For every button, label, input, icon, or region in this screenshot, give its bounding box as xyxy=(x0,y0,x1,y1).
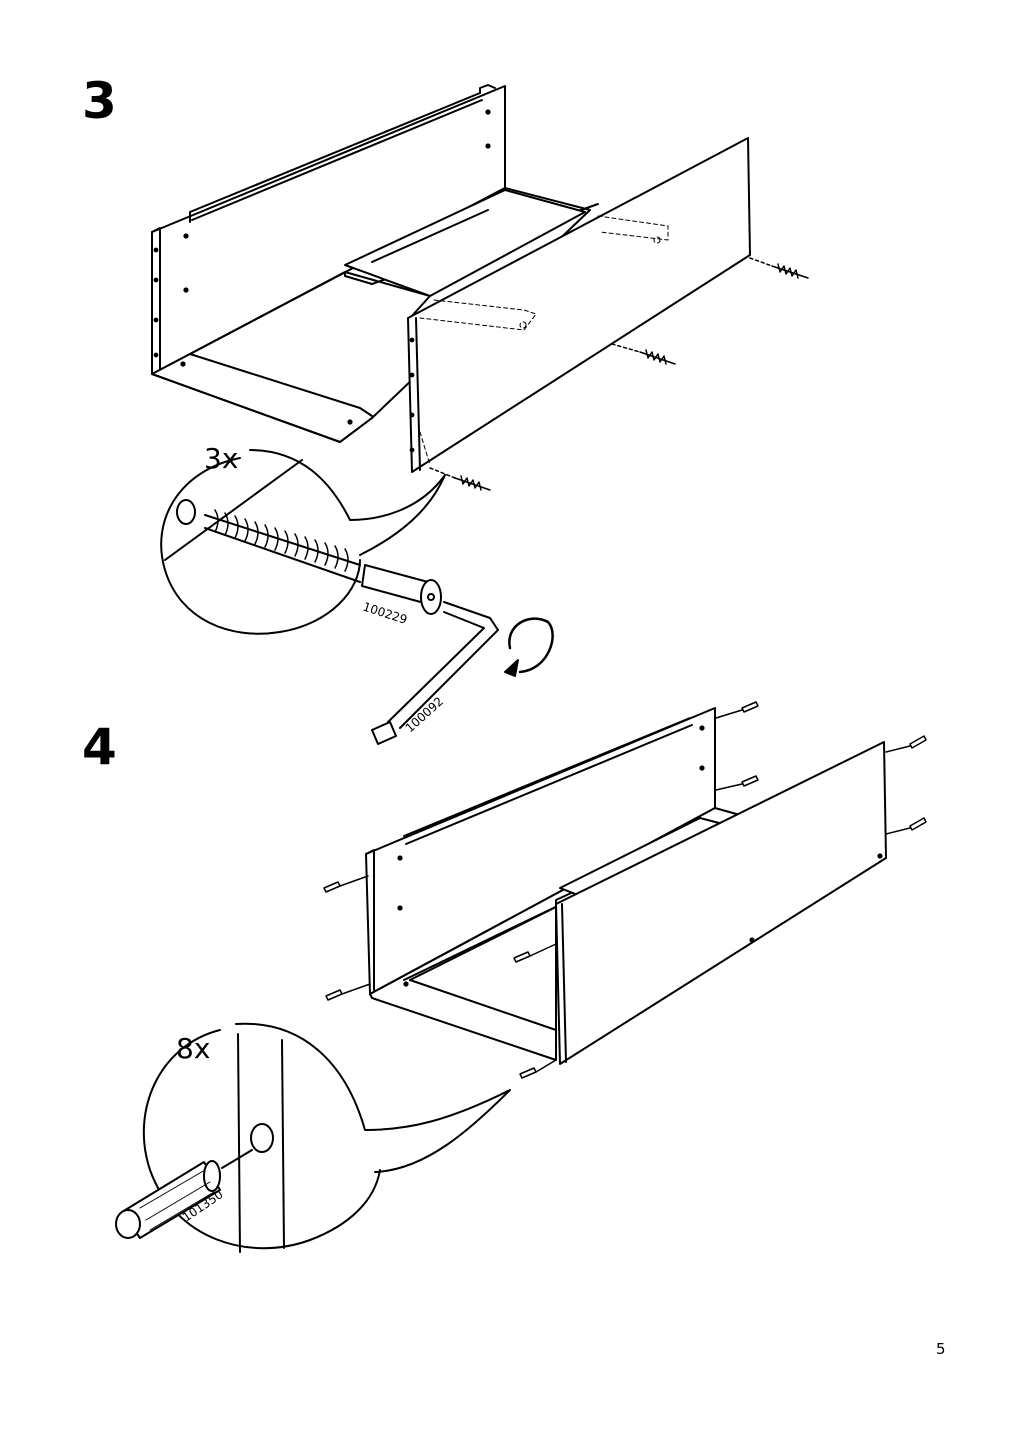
step-4-detail-callout: 8x 101350 xyxy=(115,1022,511,1253)
screw xyxy=(429,257,809,491)
front-panel xyxy=(555,741,887,1065)
rotate-arrow-icon xyxy=(504,617,554,677)
allen-key xyxy=(371,601,499,745)
bottom-panel xyxy=(151,187,599,443)
hidden-cam-locks xyxy=(419,215,669,466)
dowel-detail xyxy=(115,1160,221,1239)
step-3-assembly-drawing xyxy=(151,84,809,491)
step-4-number: 4 xyxy=(82,718,117,776)
part-number-cam-screw: 100229 xyxy=(361,600,409,627)
step-4-assembly-drawing xyxy=(323,701,927,1079)
step-3-number: 3 xyxy=(82,72,117,130)
step-3-quantity: 3x xyxy=(204,442,238,475)
cam-screw xyxy=(204,509,442,615)
wooden-dowel xyxy=(323,701,927,1079)
step-3-detail-callout: 3x 100229 100092 xyxy=(160,442,554,745)
step-4-quantity: 8x xyxy=(176,1032,210,1065)
front-panel xyxy=(407,137,751,473)
page-number: 5 xyxy=(936,1340,946,1358)
back-panel xyxy=(151,84,506,375)
